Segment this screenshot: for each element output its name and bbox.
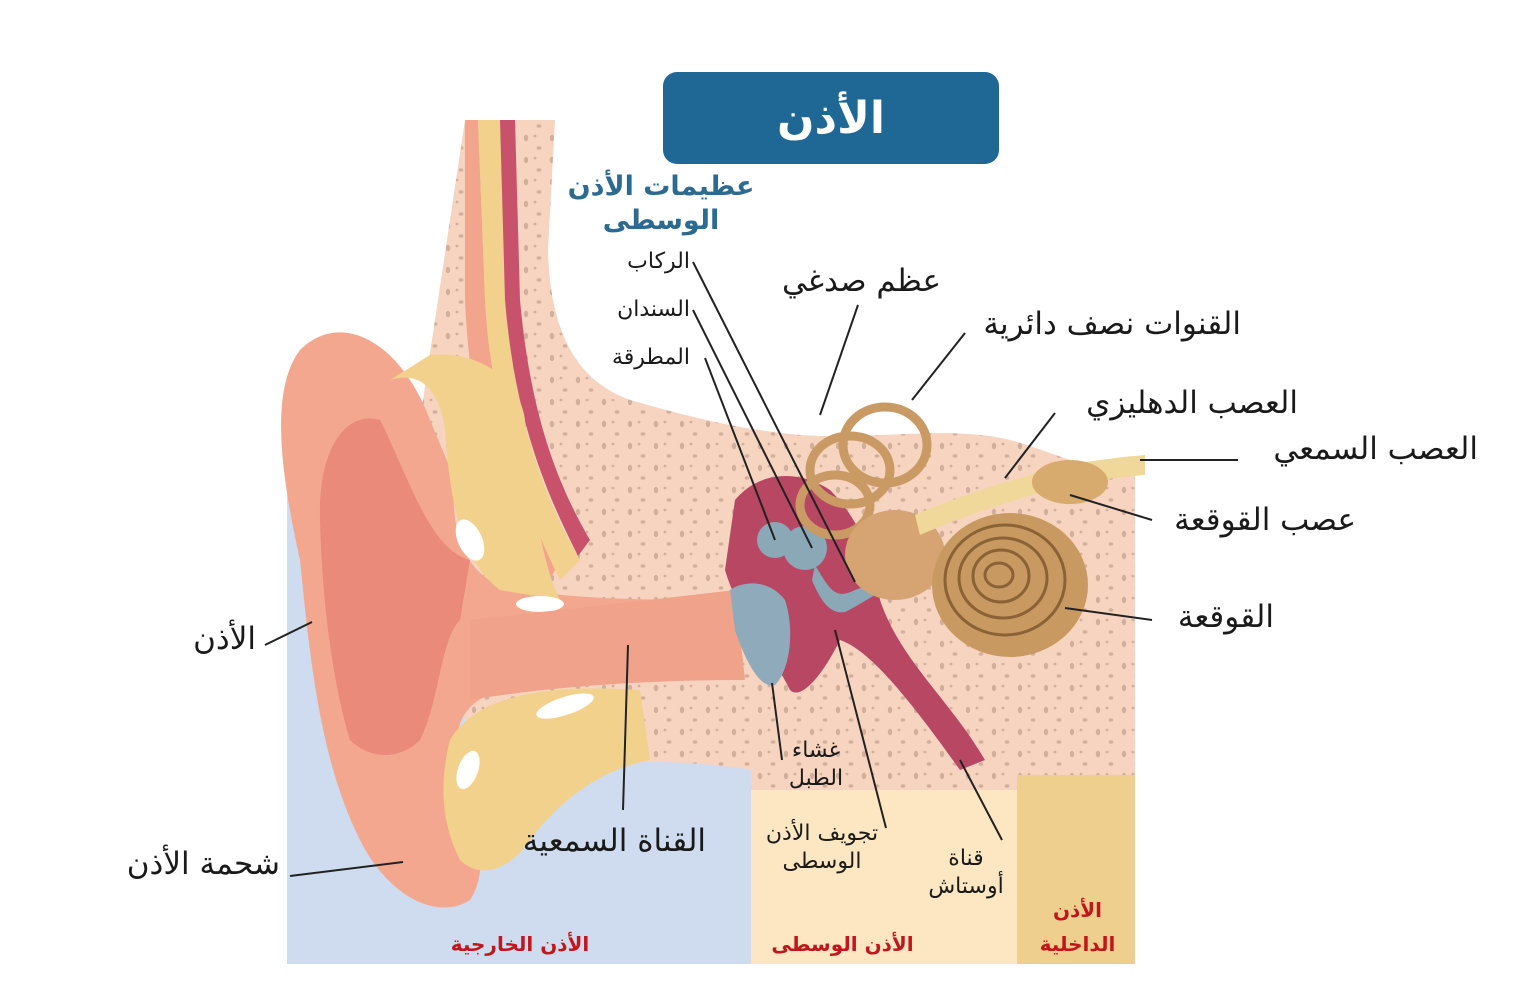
label-ear-canal: القناة السمعية (522, 823, 706, 859)
semicircular-canals-shape (795, 402, 932, 540)
label-temporal-bone: عظم صدغي (781, 263, 941, 299)
label-middle-ear-cavity: تجويف الأذن الوسطى (765, 821, 879, 874)
label-incus: السندان (617, 297, 690, 322)
stapes-shape (812, 565, 900, 613)
label-semicircular-canals: القنوات نصف دائرية (983, 306, 1241, 342)
page-title: الأذن (777, 92, 885, 144)
leader-lines (264, 261, 1238, 877)
pinna-inner-fold (319, 418, 470, 755)
label-cochlear-nerve: عصب القوقعة (1174, 502, 1356, 538)
label-eardrum: غشاء الطبل (788, 738, 844, 791)
label-malleus: المطرقة (611, 345, 690, 370)
label-eustachian-tube: قناة أوستاش (928, 846, 1004, 899)
title-box: الأذن (663, 72, 999, 164)
incus-shape (783, 526, 827, 570)
antihelix-cartilage (390, 354, 560, 600)
cartilage-highlight-4 (456, 750, 480, 790)
zone-label-outer: الأذن الخارجية (450, 932, 590, 956)
label-earlobe: شحمة الأذن (126, 846, 280, 882)
zone-label-middle: الأذن الوسطى (771, 932, 914, 956)
ossicles-heading: عظيمات الأذن الوسطى (567, 171, 755, 236)
tissue-strip (500, 120, 590, 556)
vestibular-ganglion (1032, 460, 1108, 504)
cartilage-highlight-2 (516, 596, 564, 612)
lower-cartilage (443, 688, 650, 871)
label-vestibular-nerve: العصب الدهليزي (1086, 385, 1298, 421)
eardrum-shape (730, 583, 791, 686)
cartilage-highlight-3 (536, 693, 594, 719)
middle-ear-zone (751, 770, 1017, 964)
label-stapes: الركاب (627, 249, 690, 274)
cochlea-spiral (943, 523, 1067, 637)
inner-ear-zone (1017, 770, 1135, 964)
label-ear: الأذن (193, 621, 256, 657)
label-cochlea: القوقعة (1177, 599, 1274, 635)
label-auditory-nerve: العصب السمعي (1273, 431, 1478, 467)
cartilage-highlight-1 (455, 519, 485, 561)
ear-canal-shape (470, 590, 745, 700)
zone-label-inner: الأذن الداخلية (1039, 898, 1116, 956)
